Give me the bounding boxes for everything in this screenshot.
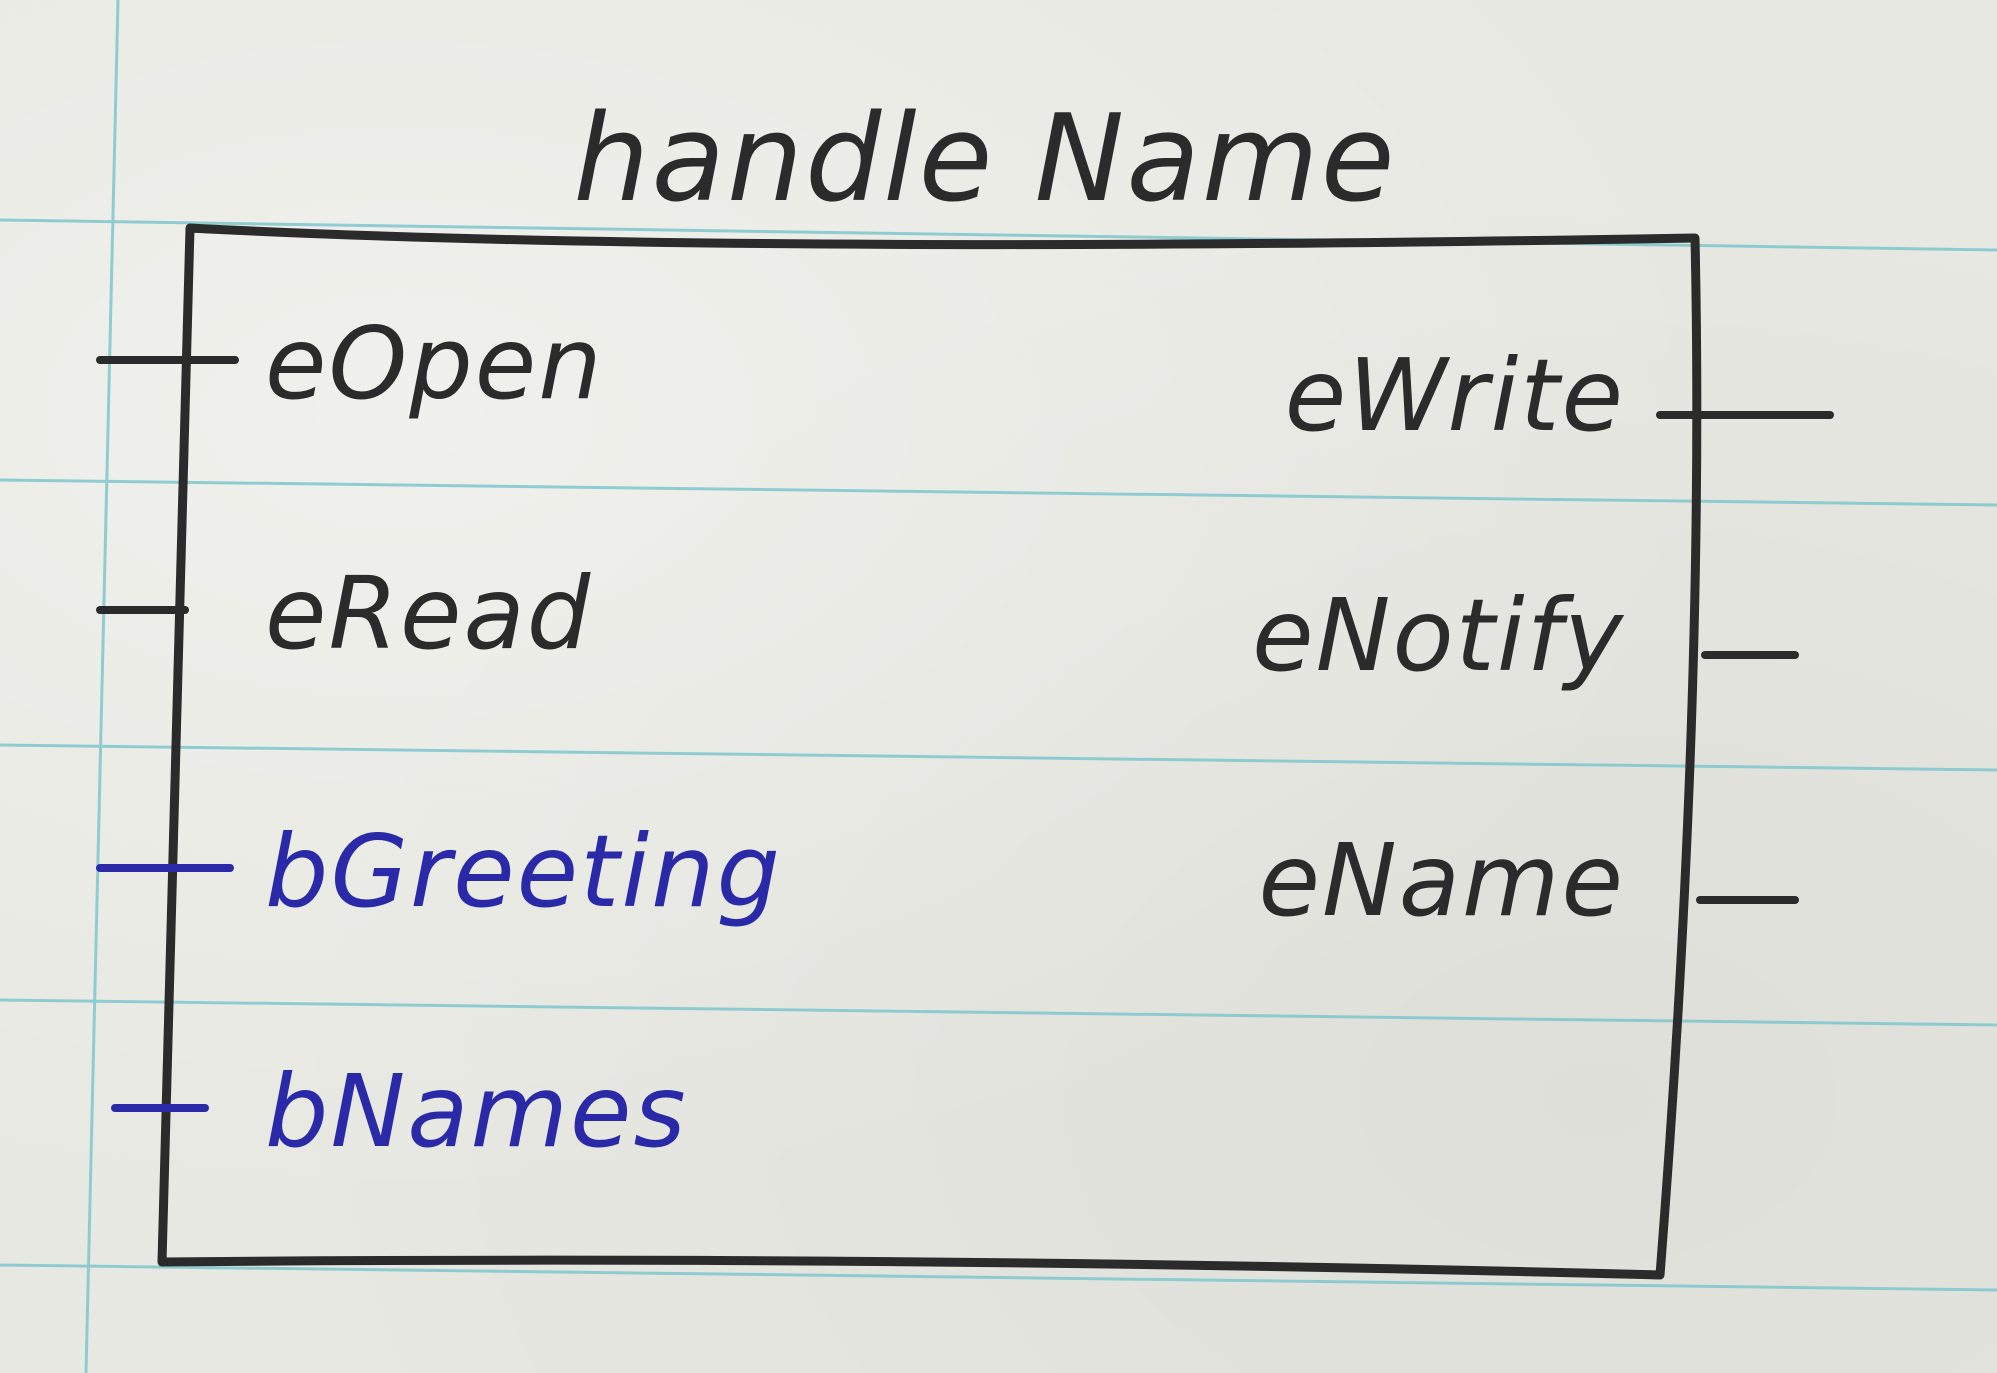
output-pin-label: eNotify (1252, 577, 1625, 694)
function-block-box (157, 223, 1702, 1280)
input-pin-label: eOpen (265, 305, 604, 422)
input-pins: eOpen eRead bGreeting bNames (96, 305, 782, 1170)
output-pin-label: eName (1258, 822, 1625, 939)
input-pin-label: eRead (265, 555, 592, 672)
output-pin-label: eWrite (1285, 337, 1625, 454)
rule-line (0, 743, 1997, 772)
input-pin-label: bGreeting (265, 813, 782, 930)
margin-line (84, 0, 120, 1373)
output-pins: eWrite eNotify eName (1252, 337, 1834, 939)
block-title: handle Name (573, 90, 1396, 229)
rule-line (0, 1263, 1997, 1292)
rule-line (0, 218, 1997, 252)
input-pin-label: bNames (265, 1053, 688, 1170)
rule-line (0, 478, 1997, 507)
rule-line (0, 998, 1997, 1027)
